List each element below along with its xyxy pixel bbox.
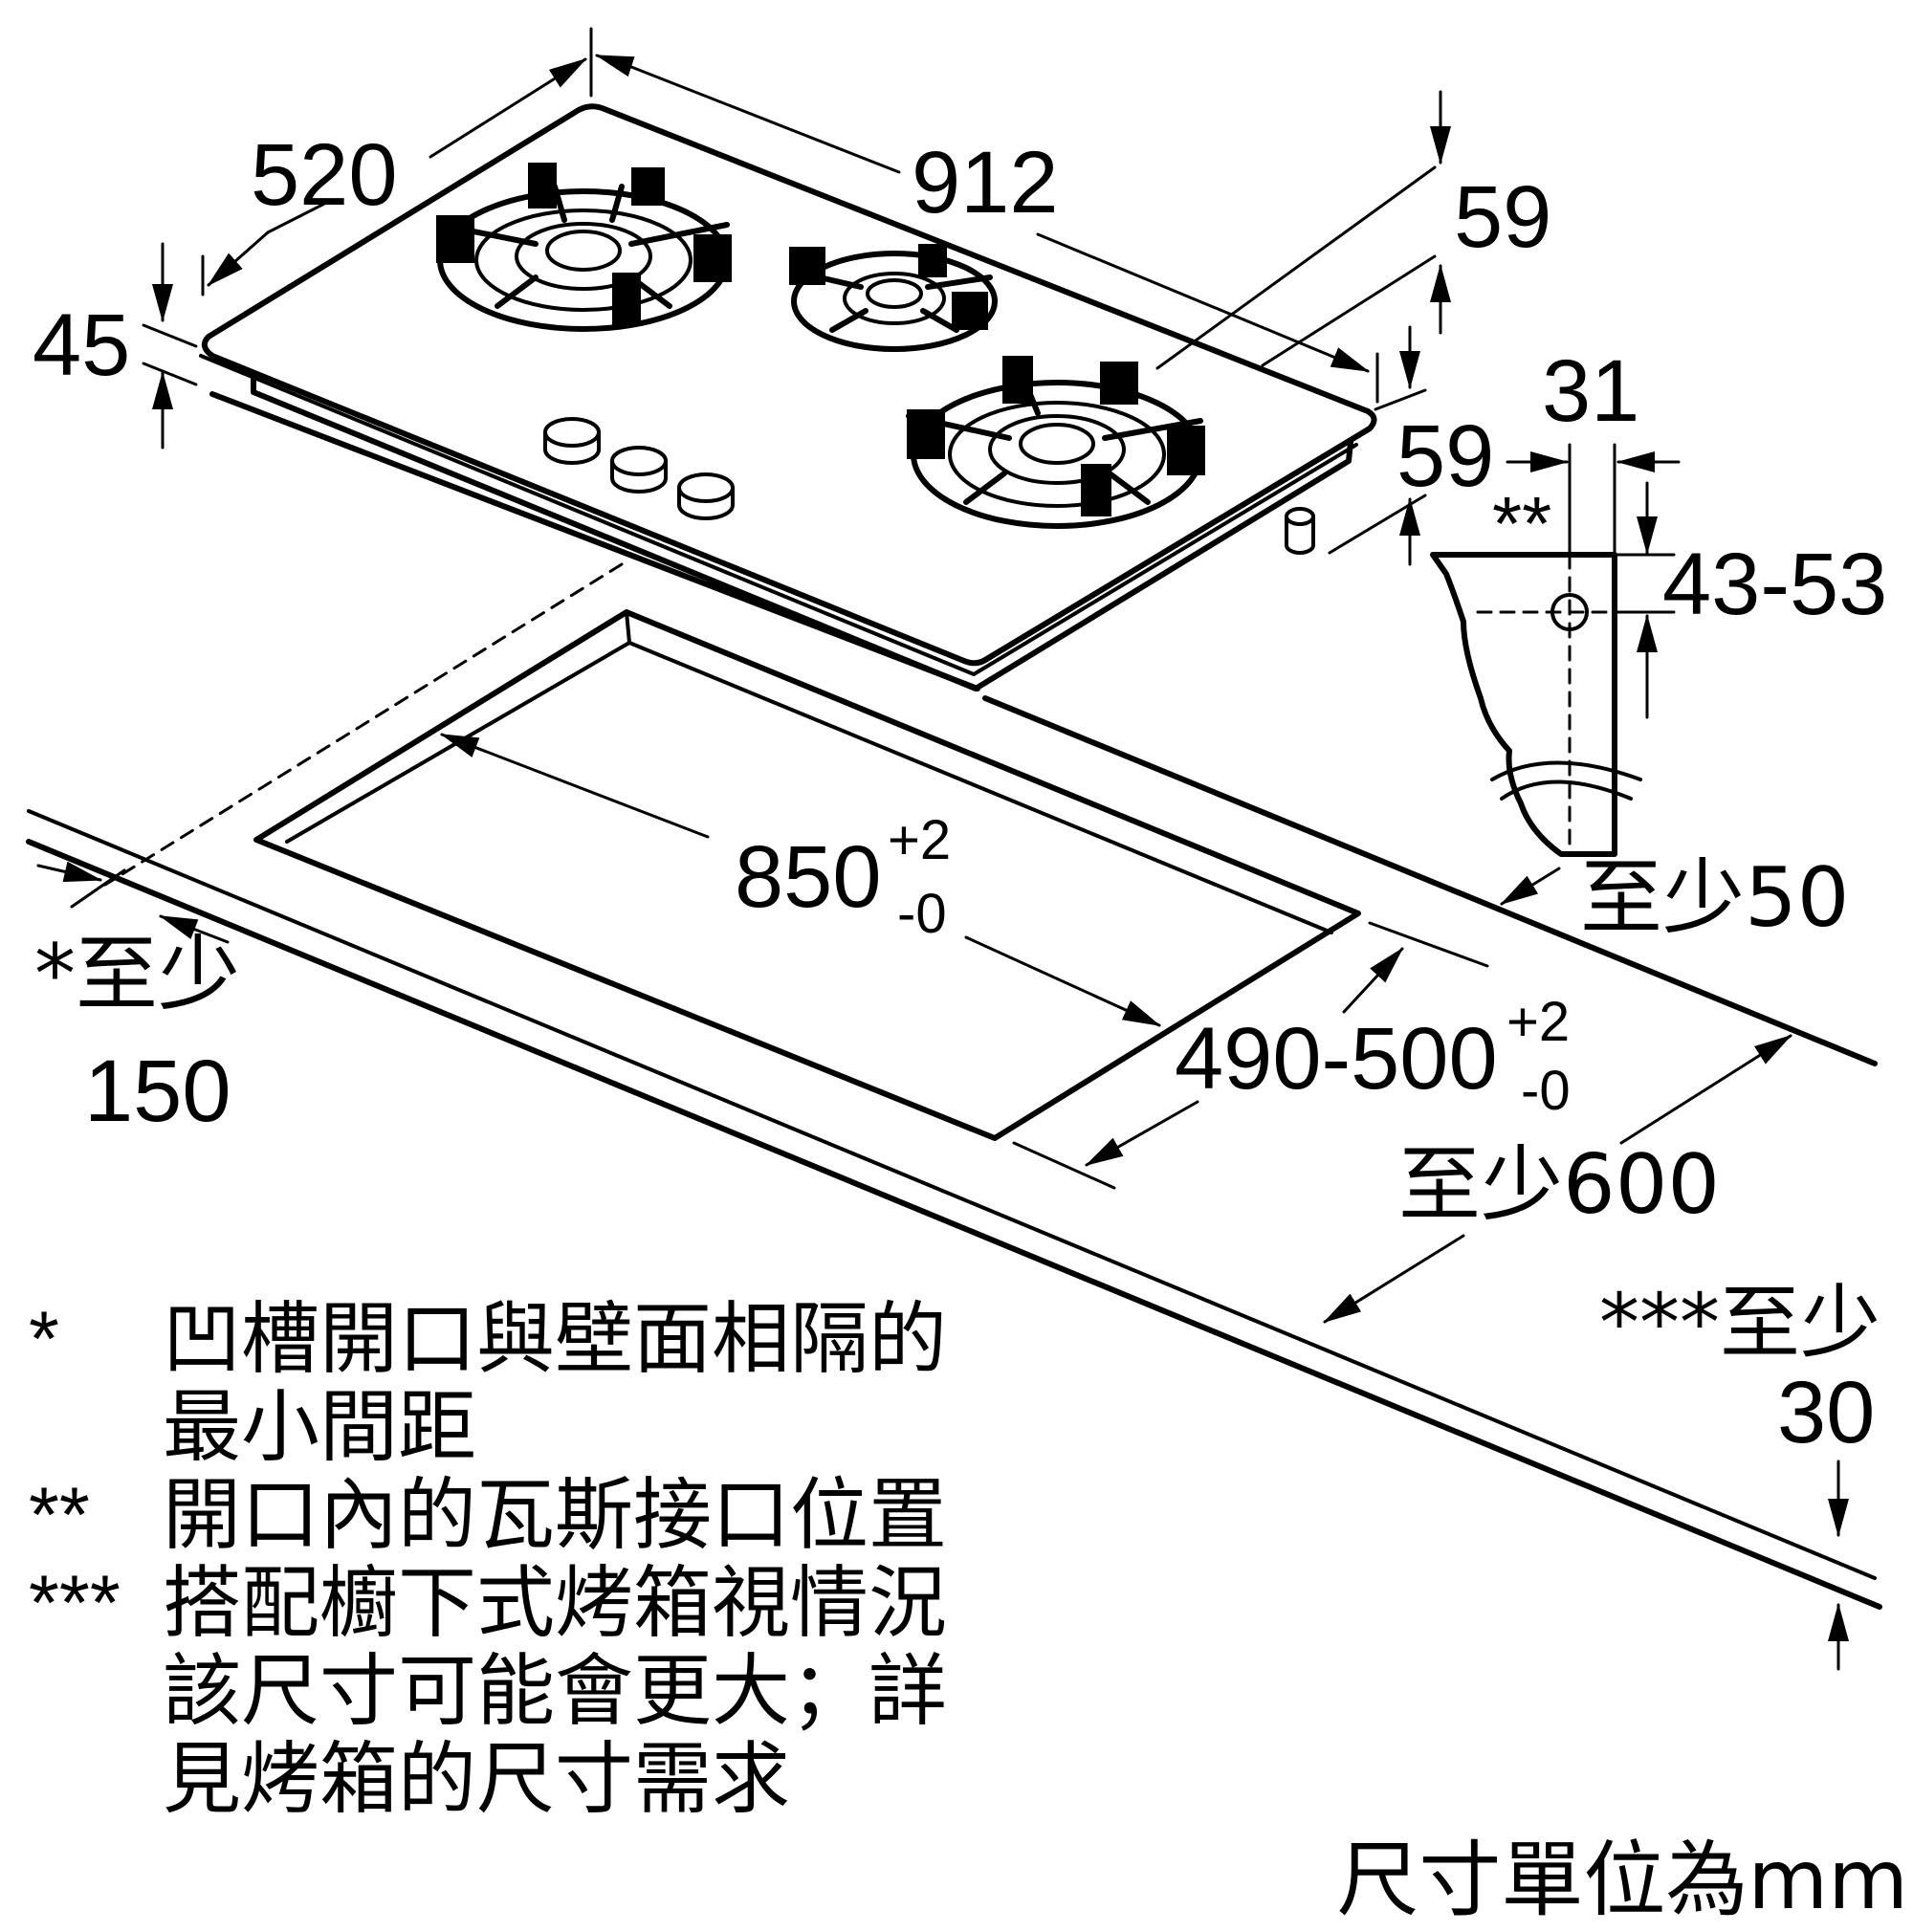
- dim-cutout-depth-label: 490-500: [1175, 1010, 1498, 1108]
- dim-front-gap-label-1: ***至少: [1599, 1276, 1880, 1370]
- gas-bracket: [1430, 552, 1647, 857]
- knob-3: [677, 472, 735, 520]
- dimension-lines: [36, 27, 1849, 1671]
- gas-inlet-stub: [1285, 507, 1315, 555]
- dim-back-gap-label: 至少50: [1580, 850, 1849, 946]
- dim-depth-label: 520: [251, 126, 398, 224]
- dim-cutout-width-label: 850: [735, 828, 882, 926]
- footnote-mark: *: [29, 1296, 59, 1383]
- worktop-front-edge-top: [27, 809, 1877, 1580]
- dimension-labels: 520 912 45 59 59 31 ** 43-53 850 +2 -0 4…: [33, 126, 1887, 1461]
- cutout-outer: [253, 609, 1361, 1141]
- dim-gas-offset-label: 31: [1542, 342, 1639, 440]
- knob-1: [543, 417, 601, 465]
- cutout-inner: [285, 610, 631, 844]
- footnote-mark: ***: [29, 1560, 121, 1647]
- hob-glass-top: [201, 103, 1377, 667]
- dim-wall-gap-label-2: 150: [84, 1043, 231, 1140]
- burner-large-left: [436, 163, 732, 332]
- dim-cutout-depth-tol-minus: -0: [1521, 1060, 1571, 1122]
- hob-bottom-line: [209, 391, 980, 692]
- dim-worktop-depth-label: 至少600: [1398, 1137, 1720, 1233]
- control-knobs: [543, 417, 735, 520]
- hob: [199, 103, 1377, 692]
- footnote-wall-gap: * 凹槽開口與壁面相隔的最小間距: [29, 1296, 1081, 1472]
- cutout-inner-back: [627, 641, 1333, 934]
- gas-mark-label: **: [1492, 481, 1551, 566]
- footnote-text: 凹槽開口與壁面相隔的最小間距: [163, 1294, 948, 1473]
- dim-height-right-label: 59: [1454, 168, 1551, 266]
- dim-cutout-depth-tol-plus: +2: [1506, 991, 1570, 1053]
- footnote-text: 搭配櫥下式烤箱視情況該尺寸可能會更大；詳見烤箱的尺寸需求: [163, 1558, 948, 1825]
- dim-height-front-label: 59: [1396, 407, 1494, 505]
- dim-gas-height-label: 43-53: [1662, 536, 1887, 633]
- dim-width-label: 912: [912, 134, 1059, 231]
- dim-height-left-label: 45: [33, 296, 130, 394]
- worktop-back-edge: [982, 695, 1878, 1066]
- wall-line: [103, 562, 624, 887]
- dim-cutout-width-tol-plus: +2: [888, 809, 951, 871]
- knob-2: [610, 446, 668, 494]
- footnote-gas-position: ** 開口內的瓦斯接口位置: [29, 1472, 1081, 1560]
- burner-small-middle: [789, 244, 998, 352]
- footnote-mark: **: [29, 1472, 90, 1559]
- footnote-text: 開口內的瓦斯接口位置: [163, 1470, 948, 1561]
- hob-glass-edge: [199, 354, 1358, 676]
- worktop-front-edge-bottom: [26, 839, 1882, 1610]
- dim-wall-gap-label-1: *至少: [34, 927, 240, 1022]
- dim-front-gap-label-2: 30: [1777, 1364, 1875, 1461]
- footnotes: * 凹槽開口與壁面相隔的最小間距 ** 開口內的瓦斯接口位置 *** 搭配櫥下式…: [29, 1296, 1081, 1824]
- worktop: [26, 562, 1882, 1610]
- dim-cutout-width-tol-minus: -0: [897, 883, 947, 945]
- burner-large-right: [906, 356, 1205, 529]
- footnote-oven: *** 搭配櫥下式烤箱視情況該尺寸可能會更大；詳見烤箱的尺寸需求: [29, 1560, 1081, 1824]
- unit-note: 尺寸單位為mm: [1336, 1833, 1908, 1928]
